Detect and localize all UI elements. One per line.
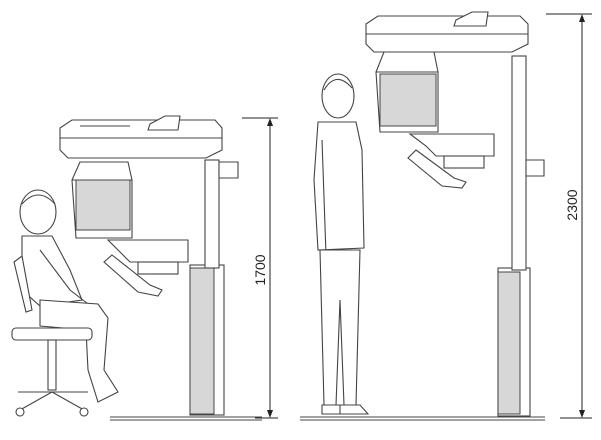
caster	[79, 407, 89, 417]
handle-right	[407, 149, 467, 189]
floor-line-left	[110, 416, 262, 421]
wall-bracket	[525, 159, 545, 177]
handle-left	[103, 254, 163, 297]
adult-legs	[319, 249, 361, 406]
control-panel	[147, 115, 181, 131]
child-torso	[21, 235, 83, 307]
chin-rest	[137, 261, 179, 275]
patient-support-arm	[106, 239, 189, 263]
wall-bracket	[218, 161, 239, 179]
stool-backrest	[13, 255, 33, 313]
dimension-2300: 2300	[546, 13, 592, 419]
adult-torso	[313, 121, 365, 251]
stool-post	[47, 339, 57, 391]
dimension-label-2300: 2300	[564, 189, 580, 220]
floor-line-right	[300, 416, 545, 421]
dimension-1700: 1700	[242, 117, 278, 419]
top-arm	[59, 119, 223, 159]
child-head	[19, 189, 57, 235]
adult-head	[321, 73, 355, 119]
patient-support-arm	[408, 133, 495, 157]
stool	[11, 255, 93, 417]
standing-adult	[313, 73, 370, 415]
xray-unit-raised	[365, 11, 545, 417]
stool-seat	[11, 327, 93, 341]
dimension-label-1700: 1700	[252, 254, 268, 285]
chin-rest	[443, 155, 485, 169]
upper-column	[204, 159, 220, 269]
xray-unit-lowered	[59, 115, 239, 416]
control-panel	[453, 11, 489, 27]
caster	[15, 407, 25, 417]
upper-column	[511, 55, 527, 271]
